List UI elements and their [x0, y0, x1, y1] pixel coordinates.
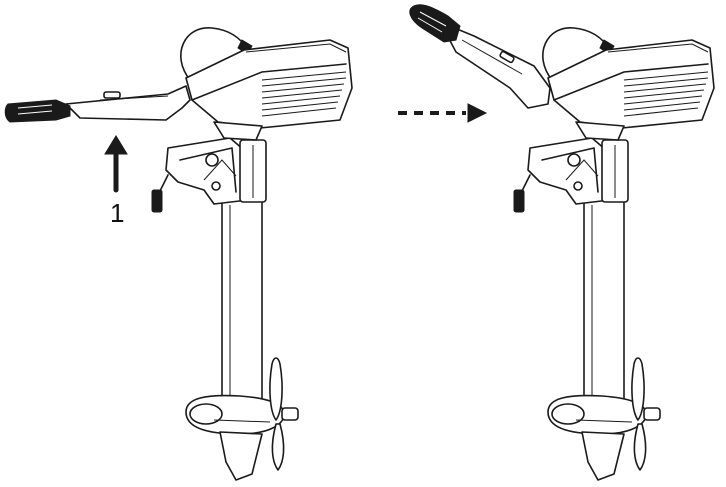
- step-number-label: 1: [110, 198, 125, 228]
- arrow-up-icon: [104, 135, 128, 193]
- motor-tiller-up: [409, 4, 715, 481]
- dashed-arrow-right-icon: [398, 103, 488, 123]
- motor-tiller-down: [4, 26, 353, 481]
